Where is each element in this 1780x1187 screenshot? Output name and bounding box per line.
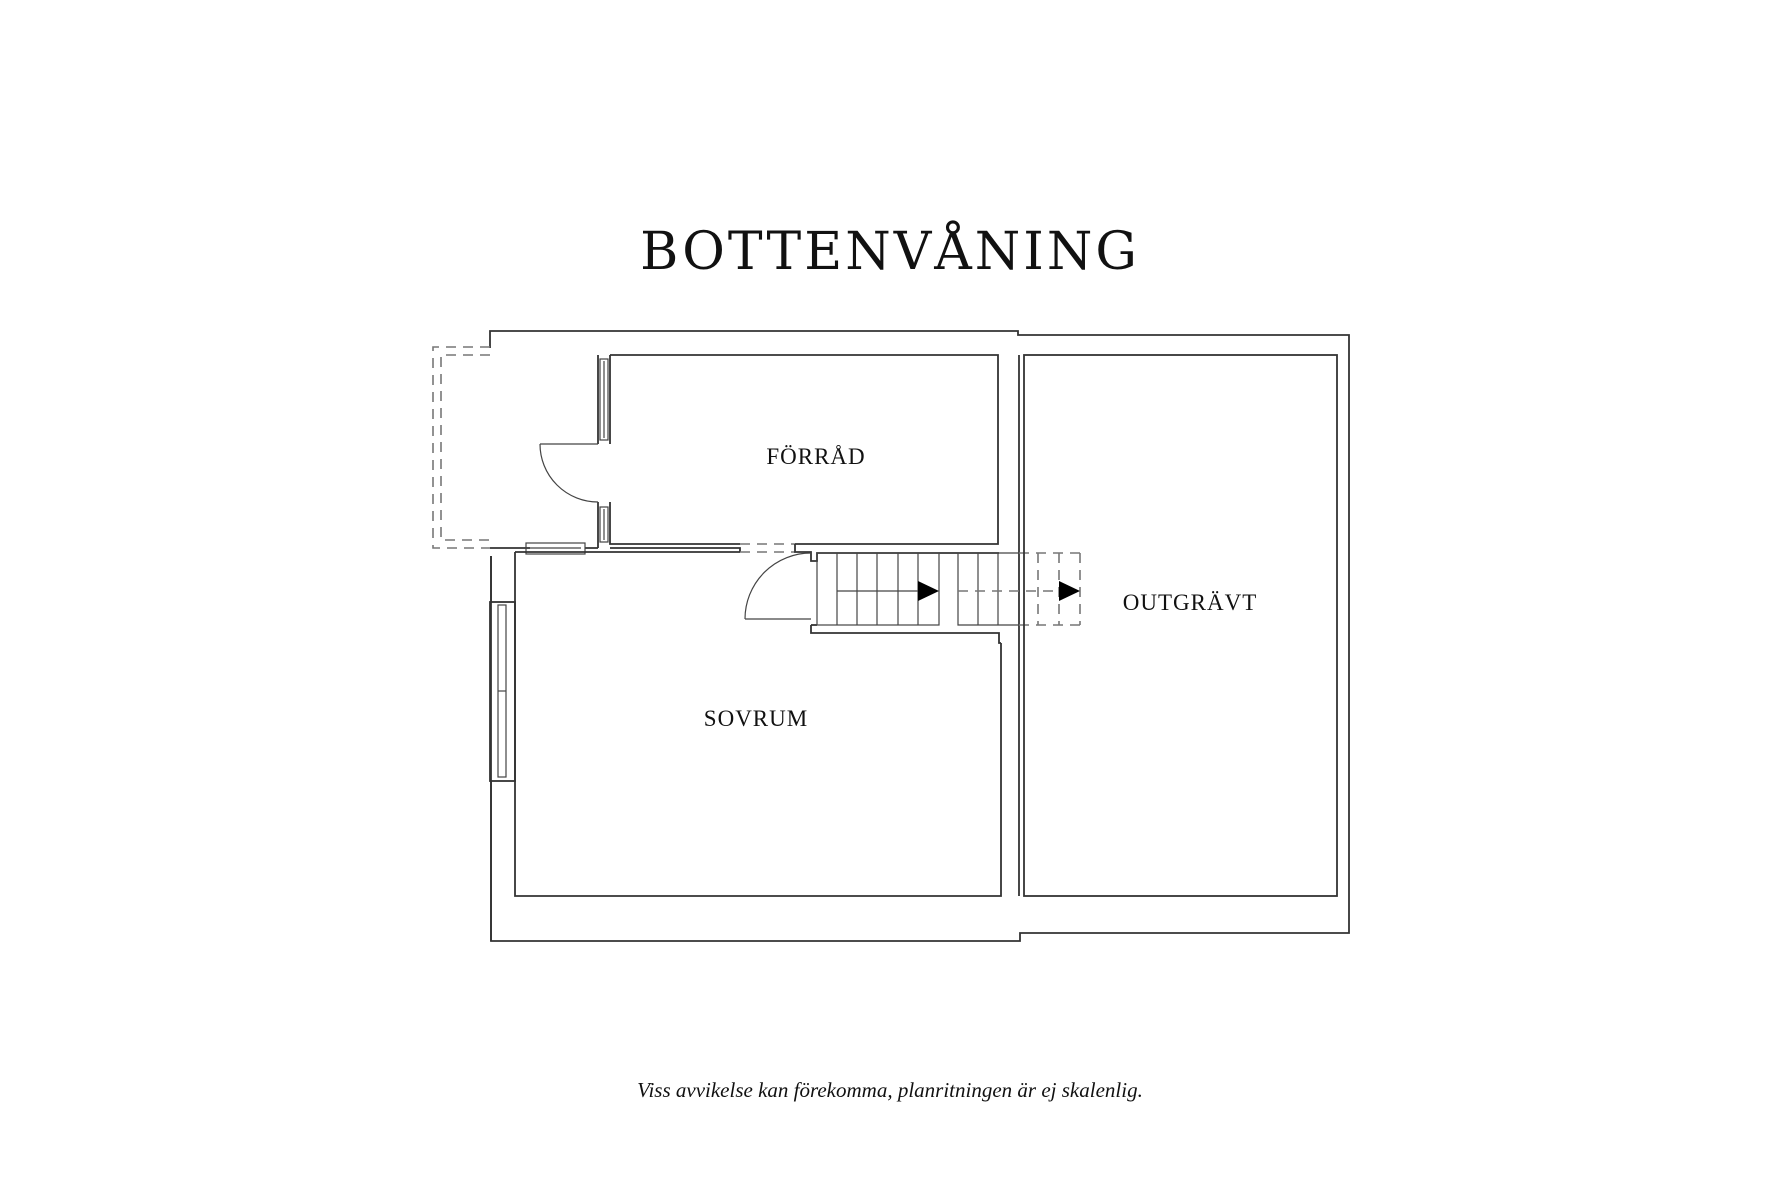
- door-swing: [539, 443, 599, 503]
- window: [599, 358, 609, 441]
- outer-wall: [489, 330, 1350, 942]
- entrance-outline-dashed: [432, 346, 490, 549]
- room-label-forrad: FÖRRÅD: [766, 444, 866, 469]
- window: [489, 601, 516, 782]
- floor-title: BOTTENVÅNING: [640, 222, 1140, 282]
- stair-arrow-icon: [1059, 581, 1080, 601]
- disclaimer-footer: Viss avvikelse kan förekomma, planritnin…: [637, 1078, 1143, 1102]
- window: [525, 542, 586, 555]
- room-label-outgravt: OUTGRÄVT: [1122, 590, 1258, 615]
- staircase: [816, 552, 940, 626]
- door-swing: [744, 552, 812, 620]
- staircase-continuation: [957, 552, 1081, 626]
- window: [599, 506, 609, 543]
- room-label-sovrum: SOVRUM: [703, 706, 809, 731]
- forrad-room: [610, 354, 999, 545]
- stair-arrow-icon: [918, 581, 939, 601]
- outgravt-room: [1023, 354, 1338, 897]
- entrance-outline-dashed-inner: [440, 354, 490, 541]
